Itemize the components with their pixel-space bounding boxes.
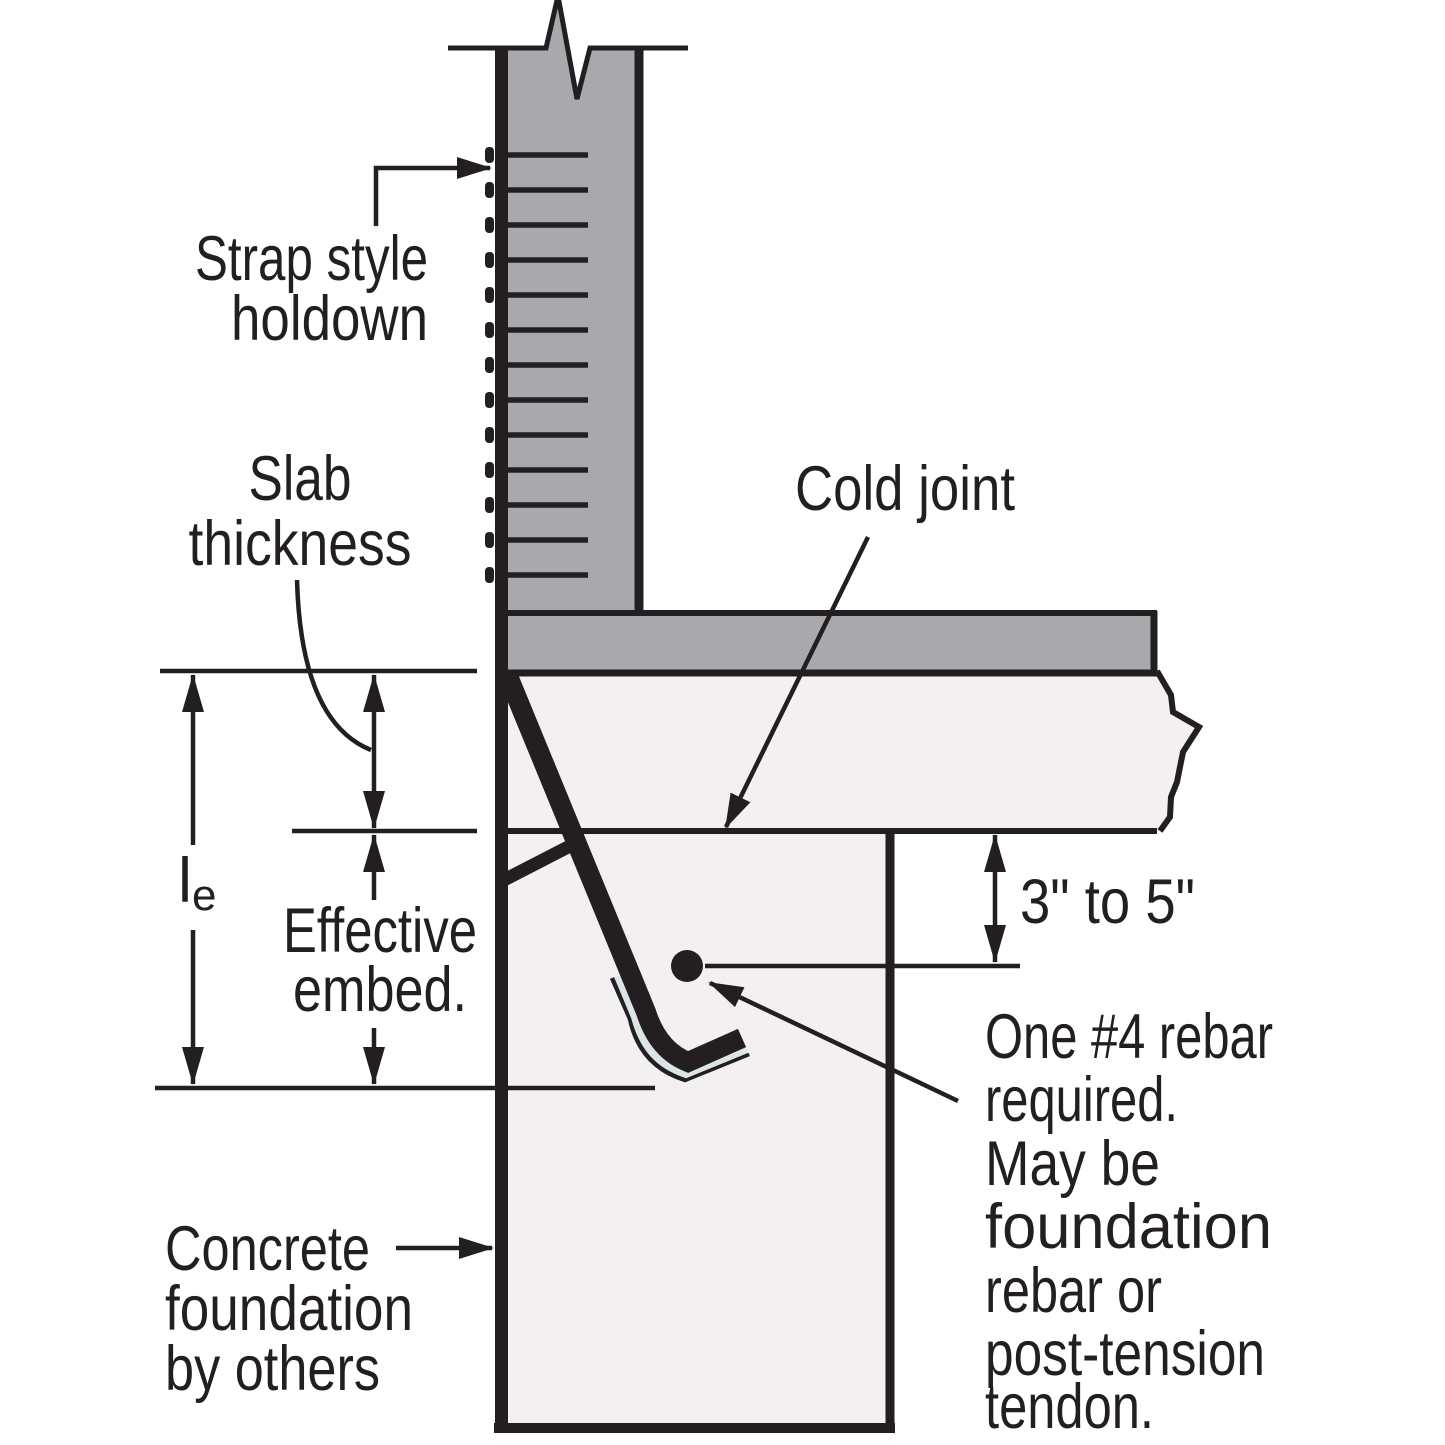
rebar-note-line5: rebar or: [985, 1256, 1162, 1326]
slab-break-edge: [1154, 669, 1204, 833]
foundation-note-line2: foundation: [165, 1274, 413, 1344]
foundation: [505, 831, 887, 1428]
rebar-note-line1: One #4 rebar: [985, 1002, 1273, 1072]
effective-embed-label-line2: embed.: [293, 955, 467, 1025]
rebar-depth-label: 3" to 5": [1020, 867, 1195, 937]
rebar-note-line6: post-tension: [985, 1319, 1265, 1389]
foundation-note: Concrete foundation by others: [165, 1214, 413, 1404]
strap-holdown-label-line2: holdown: [231, 284, 428, 354]
strap-bend-segment: [497, 840, 573, 888]
embed-length-symbol: le: [178, 846, 216, 920]
rebar-note-line2: required.: [985, 1065, 1178, 1135]
leader-slab-thickness: [294, 579, 372, 753]
slab-thickness-label-line1: Slab: [249, 444, 352, 514]
strap-hook-outline: [609, 977, 750, 1083]
rebar-note-line3: May be: [985, 1129, 1160, 1199]
rebar-dot: [671, 950, 703, 982]
slab-thickness-label-line2: thickness: [189, 509, 412, 579]
foundation-note-line1: Concrete: [165, 1214, 370, 1284]
slab: [508, 673, 1199, 831]
leader-strap-holdown: [373, 157, 492, 226]
holdown-strap-hook: [498, 672, 747, 1073]
strap-hook-highlight: [614, 974, 749, 1079]
rebar-note: One #4 rebar required. May be foundation…: [985, 1002, 1273, 1442]
diagram-labels: Strap style holdown Slab thickness Cold …: [165, 224, 1273, 1442]
rebar-note-line4: foundation: [985, 1192, 1272, 1262]
foundation-note-line3: by others: [165, 1334, 380, 1404]
strap-holdown-label-line1: Strap style: [195, 224, 428, 294]
sill-plate: [508, 613, 1157, 674]
leader-rebar: [708, 980, 959, 1104]
effective-embed-label-line1: Effective: [283, 896, 477, 966]
cold-joint-label: Cold joint: [795, 454, 1015, 524]
leader-cold-joint: [723, 536, 871, 829]
rebar-note-line7: tendon.: [985, 1372, 1154, 1442]
